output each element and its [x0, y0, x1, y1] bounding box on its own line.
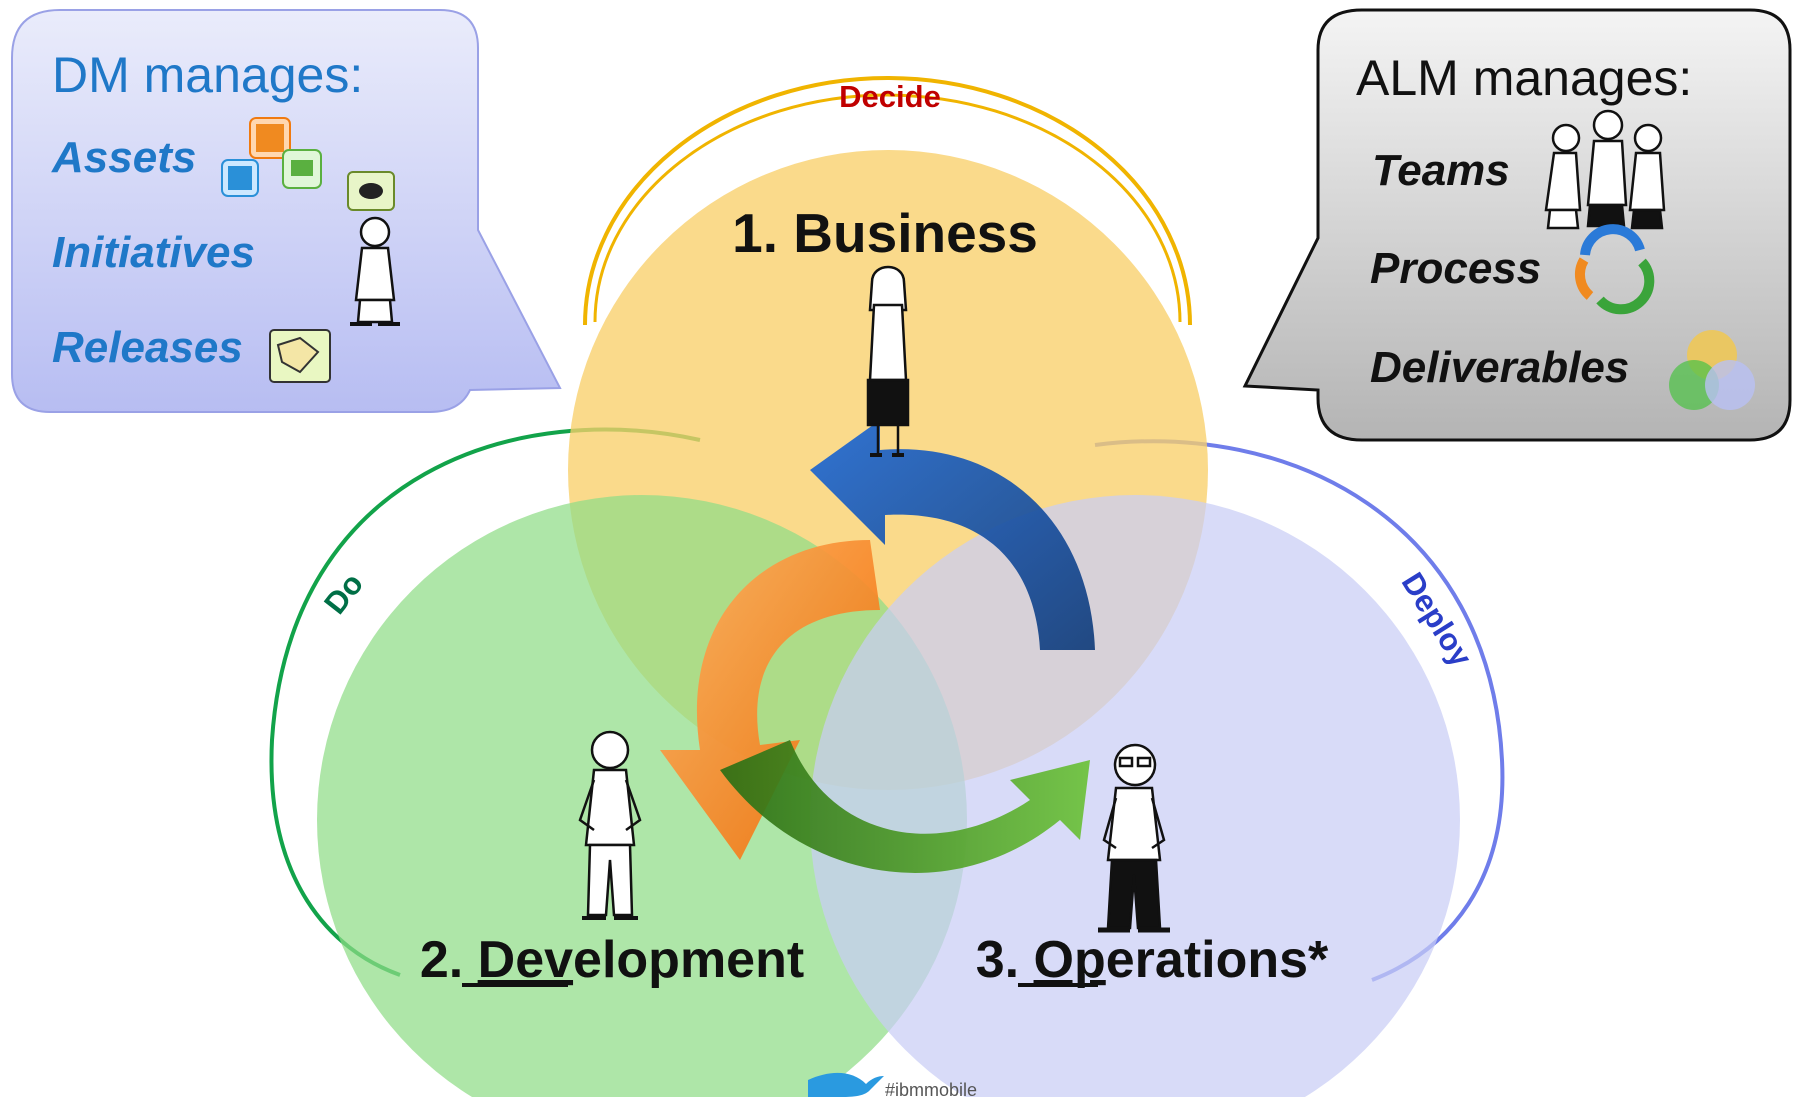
decide-arc-inner: [593, 93, 1182, 323]
development-label: 2. Development: [420, 931, 804, 989]
operations-label: 3. Operations*: [976, 931, 1329, 989]
decide-arc: [583, 75, 1192, 326]
alm-callout: [1242, 8, 1792, 442]
initiatives-person-icon: [350, 216, 400, 326]
process-cycle-icon: [1574, 224, 1655, 315]
dm-item-releases: Releases: [52, 323, 243, 372]
development-circle: [317, 495, 967, 1097]
decide-label: Decide: [839, 79, 941, 114]
alm-item-process: Process: [1370, 244, 1541, 293]
dm-title: DM manages:: [52, 47, 363, 103]
deploy-arc: [1094, 439, 1505, 982]
green-cycle-arrow: [720, 740, 1090, 873]
alm-title: ALM manages:: [1356, 50, 1692, 106]
developer-person-icon: [578, 730, 642, 920]
operations-underlined: Op: [1034, 931, 1106, 989]
releases-icon: [269, 329, 331, 383]
development-underlined: Dev: [478, 931, 573, 989]
business-person-icon: [866, 265, 910, 457]
business-label: 1. Business: [732, 202, 1038, 264]
alm-item-teams: Teams: [1372, 146, 1510, 195]
alm-item-deliverables: Deliverables: [1370, 343, 1629, 392]
dm-item-assets: Assets: [51, 133, 196, 182]
twitter-bird-icon: [808, 1072, 884, 1097]
do-arc: [269, 427, 701, 977]
do-label: Do: [317, 566, 370, 620]
deliverables-venn-icon: [1669, 330, 1755, 410]
assets-icon: [221, 117, 395, 211]
dm-callout: [11, 9, 562, 413]
operations-person-icon: [1098, 743, 1170, 933]
orange-cycle-arrow: [660, 540, 880, 860]
dm-item-initiatives: Initiatives: [52, 228, 255, 277]
blue-cycle-arrow: [810, 420, 1095, 650]
teams-icon: [1544, 109, 1666, 230]
twitter-handle: #ibmmobile: [885, 1080, 977, 1097]
